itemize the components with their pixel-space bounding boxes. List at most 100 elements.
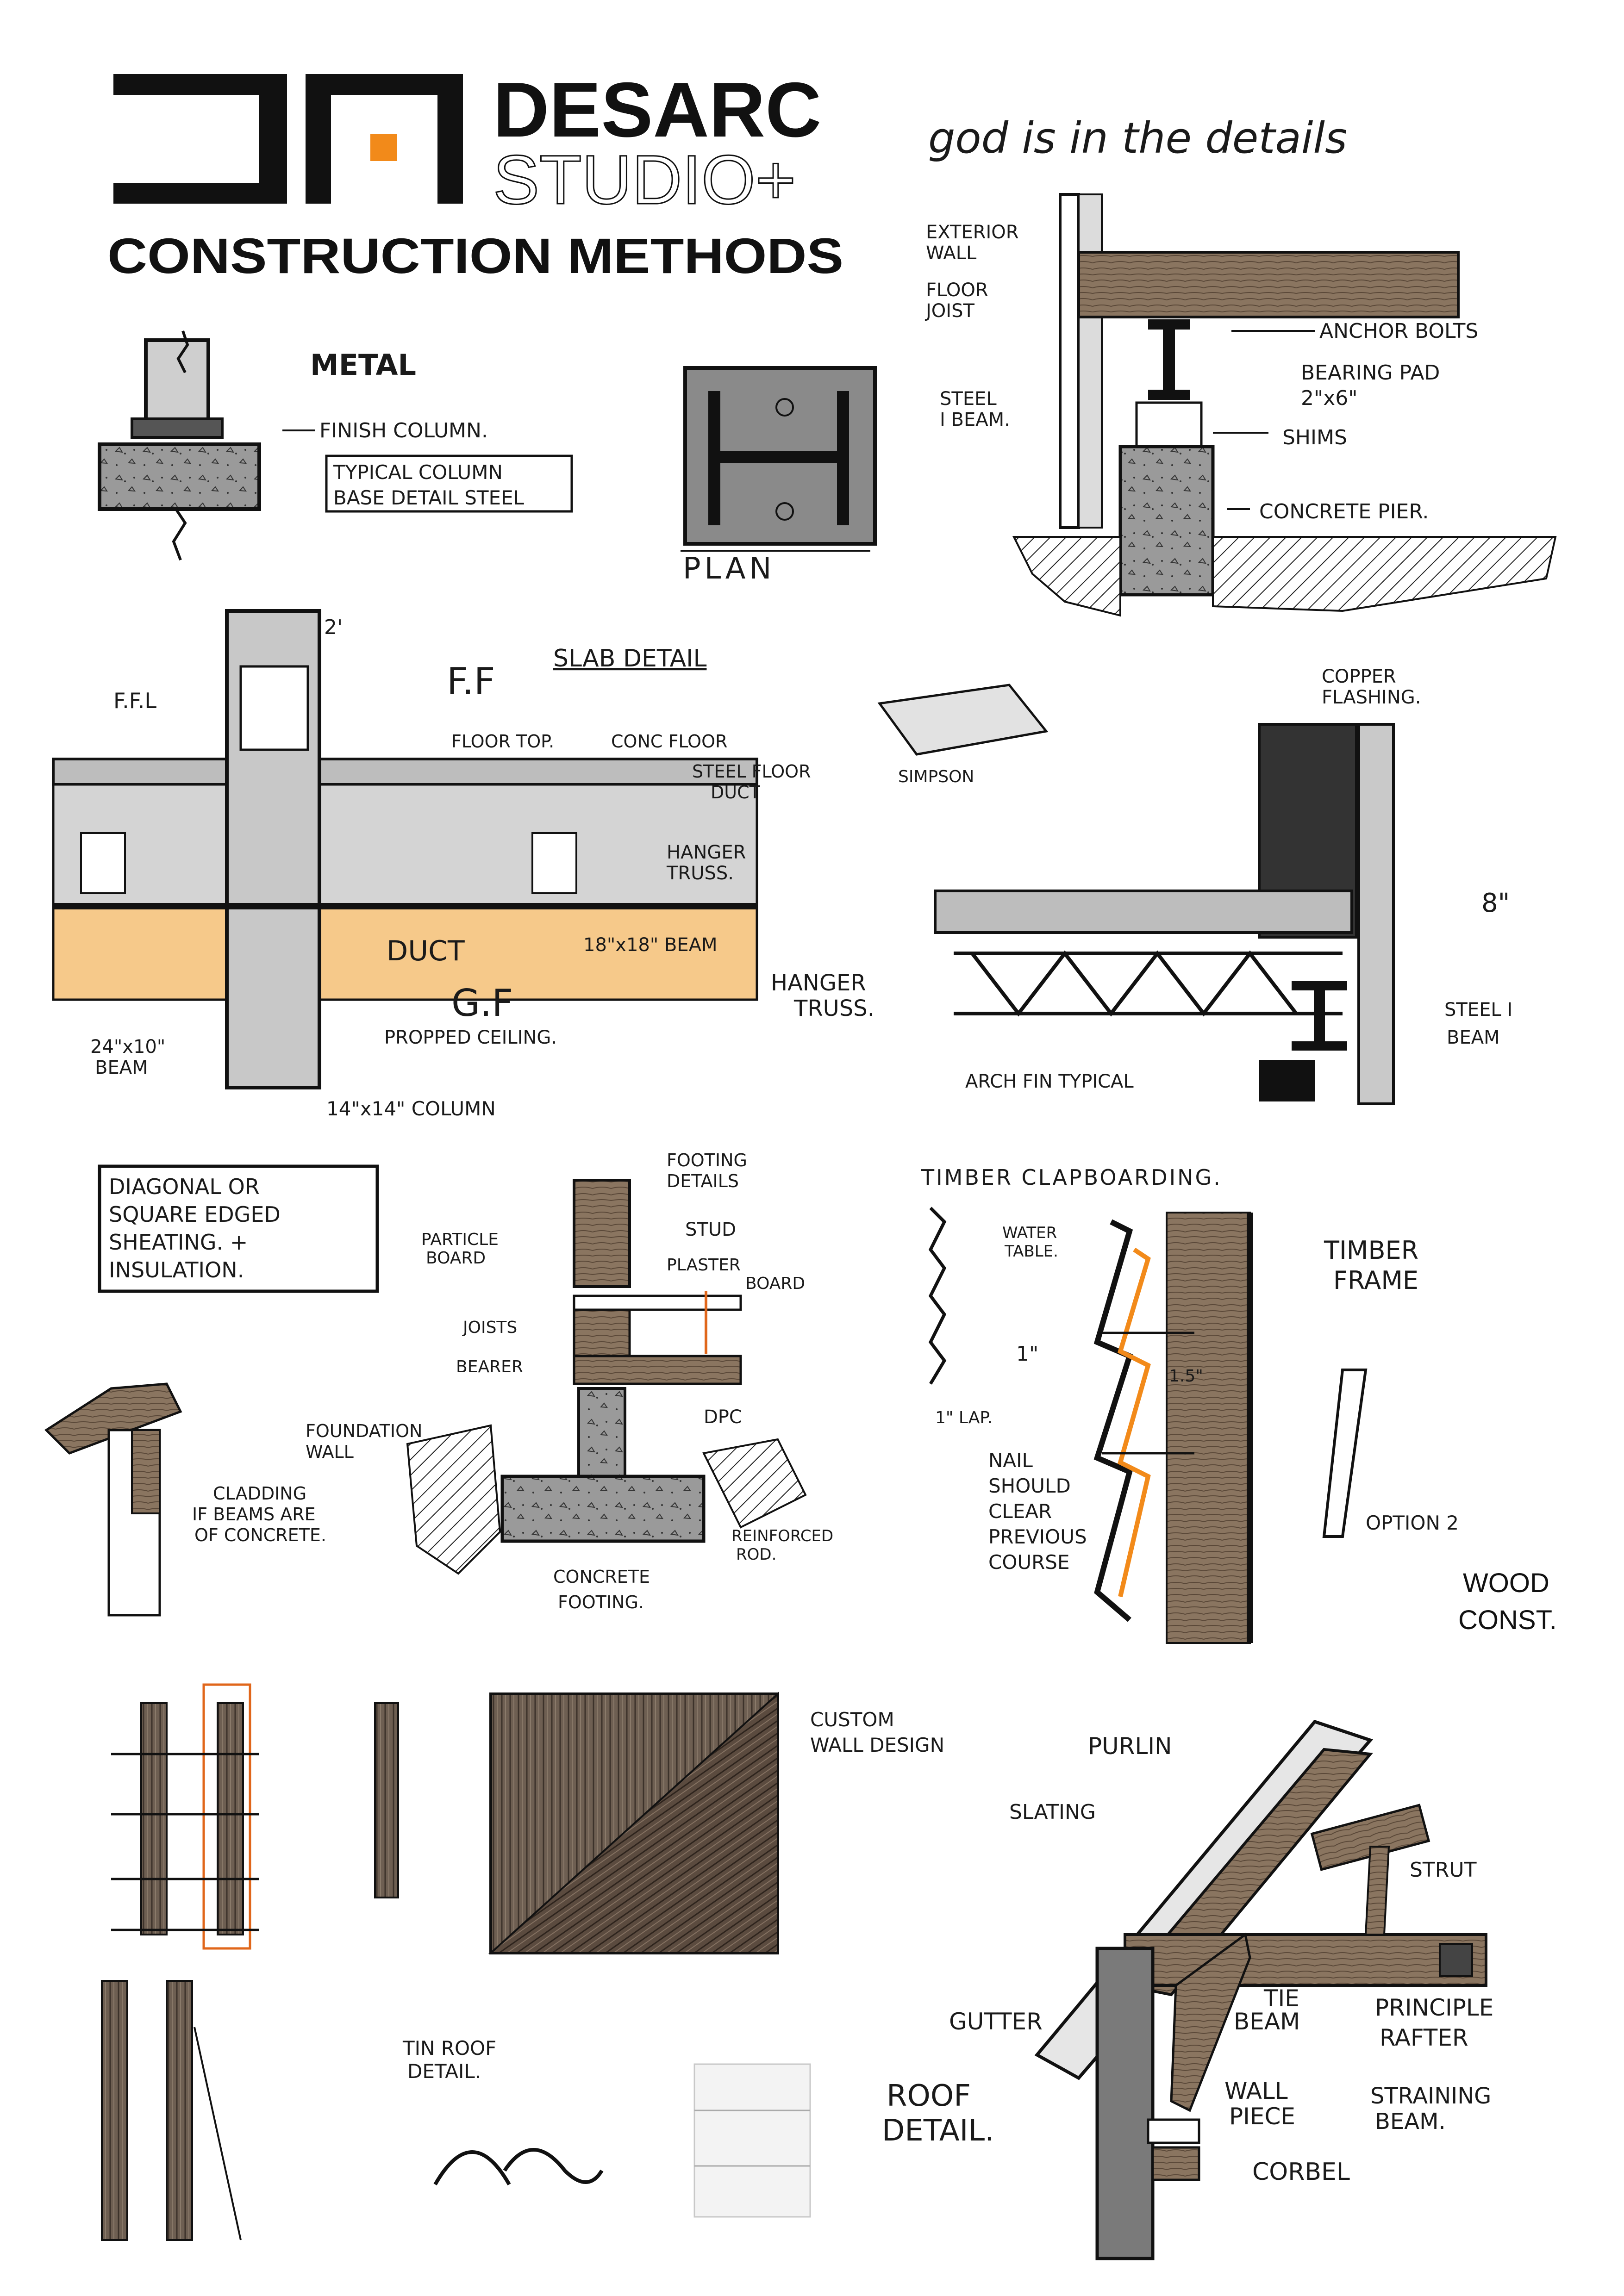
- concrete-pier-label: CONCRETE PIER.: [1259, 500, 1429, 523]
- wall-section-sketches: [101, 1683, 399, 2241]
- hanger-truss-label-1: HANGER: [667, 842, 746, 863]
- anchor-bolts-label: ANCHOR BOLTS: [1319, 319, 1478, 343]
- steel-i-beam-label-1: STEEL: [940, 388, 997, 410]
- hanger-truss-label-2: TRUSS.: [666, 863, 734, 884]
- beam-18-label: 18"x18" BEAM: [583, 934, 718, 956]
- nail-note-4: PREVIOUS: [988, 1525, 1087, 1548]
- duct-label: DUCT: [387, 935, 465, 967]
- plaster-board-label-1: PLASTER: [667, 1256, 741, 1275]
- brand-subname: STUDIO+: [493, 141, 796, 218]
- principle-rafter-label-1: PRINCIPLE: [1375, 1994, 1493, 2021]
- steel-i-beam-label-2: I BEAM.: [940, 409, 1010, 430]
- finish-column-label: FINISH COLUMN.: [319, 419, 488, 442]
- footing-section: [44, 1179, 807, 1617]
- footing-note-line-1: DIAGONAL OR: [109, 1174, 260, 1199]
- tin-roof-label-1: TIN ROOF: [402, 2037, 496, 2060]
- desarc-logo: [113, 74, 463, 204]
- nail-note-1: NAIL: [988, 1449, 1033, 1472]
- roof-detail-title-1: ROOF: [887, 2079, 971, 2113]
- beam-24-label-2: BEAM: [95, 1057, 148, 1078]
- beam-24-label-1: 24"x10": [90, 1036, 165, 1058]
- tagline: god is in the details: [928, 113, 1347, 163]
- cladding-label-1: CLADDING: [213, 1483, 306, 1504]
- foundation-wall-label-2: WALL: [306, 1442, 354, 1462]
- wood-const-label-1: WOOD: [1463, 1568, 1549, 1598]
- wood-const-label-2: CONST.: [1458, 1605, 1557, 1635]
- principle-rafter-label-2: RAFTER: [1380, 2024, 1468, 2051]
- logo-orange-square: [370, 134, 397, 161]
- exterior-wall-label-2: WALL: [926, 243, 977, 264]
- concrete-footing-label-2: FOOTING.: [558, 1592, 644, 1612]
- hanger-truss-label-2: TRUSS.: [793, 996, 874, 1021]
- slating-label: SLATING: [1009, 1800, 1096, 1824]
- dim-8-label: 8": [1481, 888, 1510, 918]
- tie-beam-label-1: TIE: [1263, 1985, 1299, 2012]
- floor-joist-label-2: JOIST: [924, 300, 974, 322]
- column-size-label: 14"x14" COLUMN: [326, 1097, 496, 1120]
- metal-column-base-detail: [98, 330, 261, 561]
- gutter-label: GUTTER: [949, 2008, 1043, 2035]
- dim-1-label: 1": [1016, 1342, 1038, 1366]
- water-table-label-1: WATER: [1002, 1224, 1057, 1242]
- reinforced-rod-label-1: REINFORCED: [731, 1527, 833, 1545]
- hanger-truss-detail: [877, 684, 1395, 1105]
- ff-label: F.F: [447, 660, 495, 703]
- bearing-pad-label-2: 2"x6": [1301, 386, 1358, 410]
- reinforced-rod-label-2: ROD.: [736, 1545, 776, 1564]
- footing-details-label-2: DETAILS: [667, 1171, 739, 1191]
- gf-label: G.F: [451, 982, 513, 1025]
- tie-beam-label-2: BEAM: [1234, 2008, 1300, 2035]
- i-beam-plan: [681, 366, 877, 552]
- steel-floor-duct-label-1: STEEL FLOOR: [692, 761, 811, 782]
- footing-note-line-3: SHEATING. +: [109, 1230, 248, 1255]
- copper-flashing-label-2: FLASHING.: [1322, 687, 1421, 708]
- nail-note-3: CLEAR: [988, 1500, 1052, 1523]
- propped-ceiling-label: PROPPED CEILING.: [384, 1027, 557, 1048]
- page-title: CONSTRUCTION METHODS: [107, 228, 843, 284]
- roof-truss-detail: [1034, 1719, 1487, 2260]
- conc-floor-label: CONC FLOOR: [611, 731, 727, 752]
- option2-label: OPTION 2: [1366, 1512, 1459, 1534]
- lap-label: 1" LAP.: [935, 1408, 993, 1427]
- ffl-label: F.F.L: [113, 688, 156, 713]
- water-table-label-2: TABLE.: [1004, 1242, 1058, 1261]
- tin-roof-sketch: [433, 2063, 811, 2218]
- custom-wall-label-1: CUSTOM: [810, 1708, 894, 1731]
- copper-flashing-label-1: COPPER: [1322, 666, 1396, 687]
- roof-detail-title-2: DETAIL.: [882, 2114, 994, 2148]
- timber-frame-label-2: FRAME: [1333, 1266, 1418, 1295]
- floor-top-label: FLOOR TOP.: [451, 731, 554, 752]
- dpc-label: DPC: [704, 1406, 742, 1428]
- particle-board-label-2: BOARD: [426, 1249, 486, 1268]
- nail-note-2: SHOULD: [988, 1475, 1071, 1497]
- brand-name: DESARC: [493, 66, 821, 153]
- hanger-truss-label-1: HANGER: [771, 970, 866, 996]
- plan-label: PLAN: [683, 552, 775, 586]
- exterior-wall-label-1: EXTERIOR: [926, 222, 1019, 243]
- foundation-wall-label-1: FOUNDATION: [306, 1421, 422, 1441]
- steel-i-beam-label-2: BEAM: [1447, 1027, 1500, 1048]
- footing-note-line-4: INSULATION.: [109, 1257, 244, 1282]
- corbel-label: CORBEL: [1252, 2158, 1350, 2186]
- bearing-pad-label-1: BEARING PAD: [1301, 361, 1440, 385]
- shims-label: SHIMS: [1282, 426, 1347, 449]
- straining-beam-label-1: STRAINING: [1370, 2083, 1491, 2109]
- custom-wall-design: [488, 1692, 779, 1954]
- steel-floor-duct-label-2: DUCT: [711, 782, 761, 803]
- clapboarding-detail: [928, 1207, 1368, 1644]
- slab-detail-heading: SLAB DETAIL: [553, 645, 706, 672]
- metal-heading: METAL: [310, 348, 416, 382]
- clapboarding-heading: TIMBER CLAPBOARDING.: [921, 1165, 1222, 1190]
- stud-label: STUD: [685, 1219, 736, 1240]
- concrete-footing-label-1: CONCRETE: [553, 1567, 650, 1587]
- steel-beam-pier-detail: [1012, 193, 1557, 617]
- caption-line-2: BASE DETAIL STEEL: [333, 486, 525, 509]
- footing-note-box: [98, 1164, 379, 1293]
- tin-roof-label-2: DETAIL.: [407, 2060, 481, 2083]
- caption-box: [325, 454, 573, 513]
- steel-i-beam-label-1: STEEL I: [1444, 999, 1512, 1020]
- caption-line-1: TYPICAL COLUMN: [333, 461, 503, 484]
- dim-15-label: 1.5": [1169, 1367, 1203, 1386]
- joists-label: JOISTS: [462, 1318, 517, 1337]
